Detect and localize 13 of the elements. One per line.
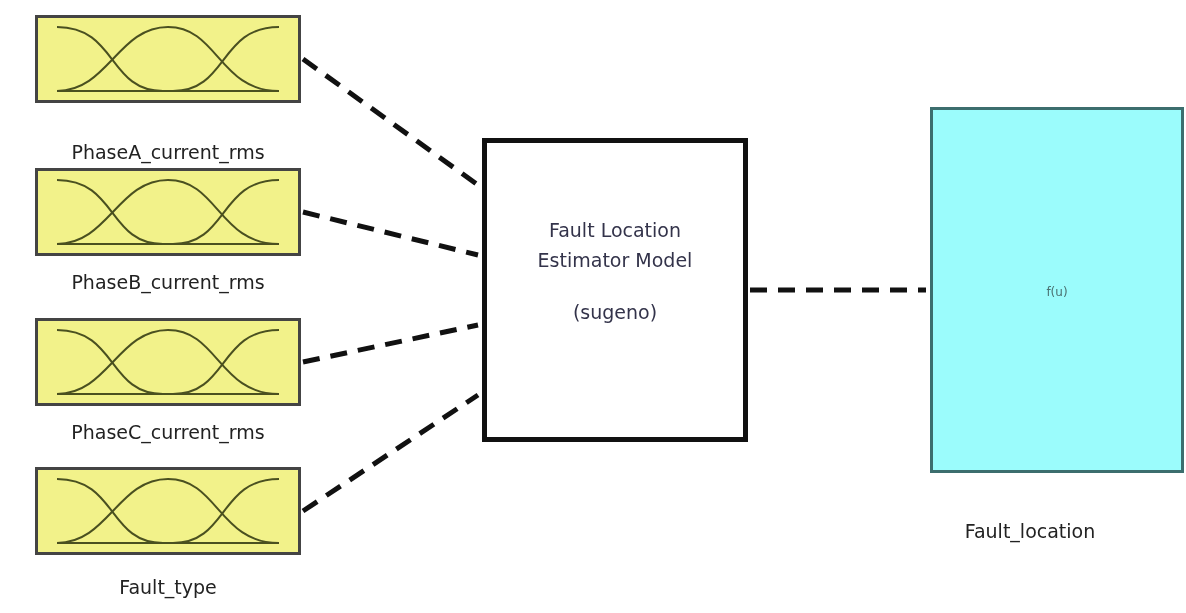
dashed-connector [301,56,480,188]
dashed-connector [750,287,926,293]
variable-label: PhaseC_current_rms [71,421,265,443]
function-label: f(u) [1046,285,1068,299]
variable-label: PhaseA_current_rms [71,141,265,163]
variable-label: PhaseB_current_rms [71,271,265,293]
system-type-label: (sugeno) [571,301,659,323]
variable-label: Fault_type [119,576,217,598]
dashed-connector [302,322,479,365]
system-title: Fault Location Estimator Model [536,218,694,273]
dashed-connector [301,392,480,514]
dashed-connector [302,209,479,258]
variable-label: Fault_location [964,520,1096,542]
